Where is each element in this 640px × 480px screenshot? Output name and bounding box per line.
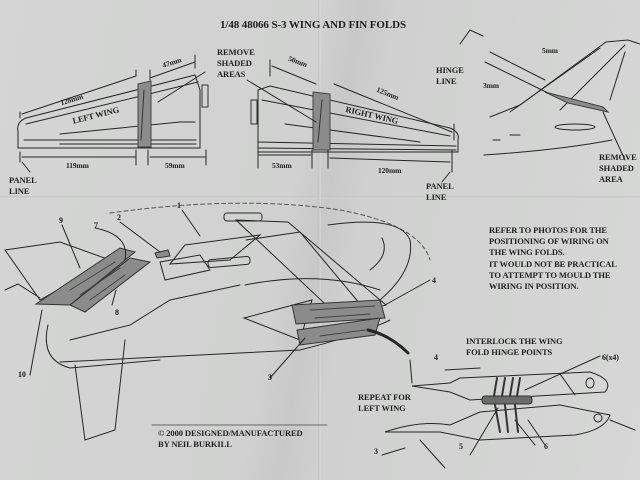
detail-part-number-4: 4 xyxy=(434,353,438,362)
hinge-line-callout: HINGE LINE xyxy=(436,65,464,86)
left-panel-line-callout: PANEL LINE xyxy=(9,175,37,196)
dim-right-120mm: 120mm xyxy=(378,166,402,175)
detail-part-number-6x4: 6(x4) xyxy=(602,353,619,362)
part-number-4: 4 xyxy=(432,276,436,285)
part-number-8: 8 xyxy=(115,308,119,317)
dim-right-53mm: 53mm xyxy=(272,161,292,170)
dim-fin-3mm: 3mm xyxy=(483,81,499,90)
detail-part-number-5: 5 xyxy=(459,442,463,451)
remove-shaded-areas-callout: REMOVE SHADED AREAS xyxy=(217,47,255,79)
part-number-7: 7 xyxy=(94,221,98,230)
fin-drawing xyxy=(459,29,640,161)
part-number-3: 3 xyxy=(268,373,272,382)
detail-part-number-6: 6 xyxy=(544,442,548,451)
part-number-10: 10 xyxy=(18,370,26,379)
repeat-note: REPEAT FOR LEFT WING xyxy=(358,392,411,414)
detail-part-number-3: 3 xyxy=(374,447,378,456)
interlock-note: INTERLOCK THE WING FOLD HINGE POINTS xyxy=(466,336,563,358)
left-wing-drawing xyxy=(17,54,209,173)
dim-fin-5mm: 5mm xyxy=(542,46,558,55)
wiring-note: REFER TO PHOTOS FOR THE POSITIONING OF W… xyxy=(489,225,617,292)
hinge-detail-drawing xyxy=(381,355,636,469)
page-title: 1/48 48066 S-3 WING AND FIN FOLDS xyxy=(220,19,406,31)
part-number-9: 9 xyxy=(59,216,63,225)
copyright-note: © 2000 DESIGNED/MANUFACTURED BY NEIL BUR… xyxy=(158,428,303,450)
part-number-1: 1 xyxy=(177,201,181,210)
dim-left-119mm: 119mm xyxy=(66,161,89,170)
part-number-2: 2 xyxy=(117,213,121,222)
right-panel-line-callout: PANEL LINE xyxy=(426,181,454,202)
dim-left-59mm: 59mm xyxy=(165,161,185,170)
aircraft-drawing xyxy=(4,202,431,441)
right-wing-drawing xyxy=(246,59,459,183)
fin-remove-shaded-area-callout: REMOVE SHADED AREA xyxy=(599,152,637,184)
paper-fold-vertical xyxy=(318,0,321,480)
